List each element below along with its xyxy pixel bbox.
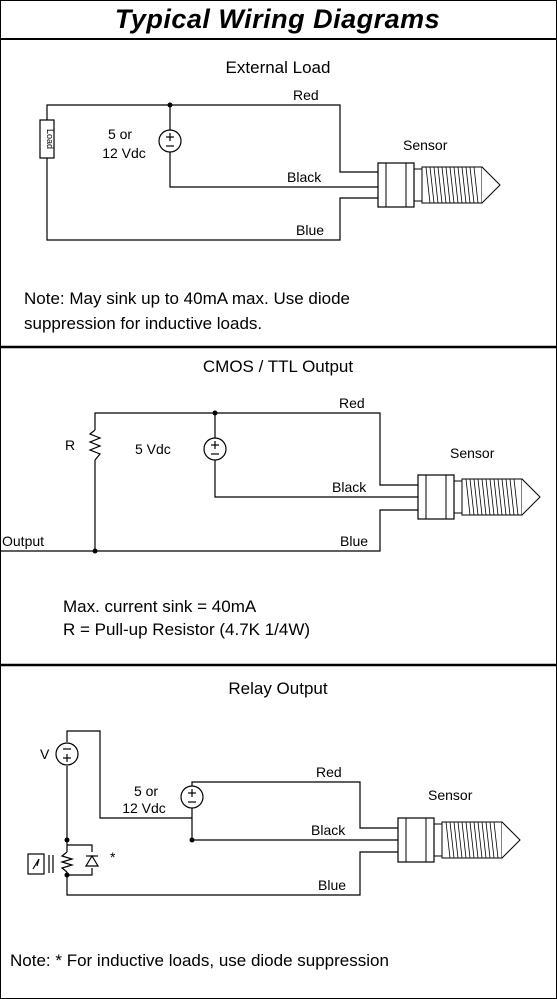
output-label: Output [2, 533, 44, 549]
sensor-icon [377, 162, 501, 208]
sensor-icon [397, 817, 521, 863]
panel1-sensor-label: Sensor [403, 137, 448, 153]
panel3-heading: Relay Output [228, 679, 327, 698]
diode-asterisk: * [110, 849, 116, 865]
panel1-wire-black: Black [287, 169, 322, 185]
panel2-wire-black: Black [332, 479, 367, 495]
panel1-note-line2: suppression for inductive loads. [24, 314, 263, 333]
panel2-supply-label: 5 Vdc [135, 441, 171, 457]
panel3-supply-label-2: 12 Vdc [122, 800, 166, 816]
v-label: V [40, 746, 50, 762]
panel3-wire-blue: Blue [318, 877, 346, 893]
panel1-wire-blue: Blue [296, 222, 324, 238]
panel2-wire-blue: Blue [340, 533, 368, 549]
panel3-wire-red: Red [316, 764, 342, 780]
voltage-source-icon [180, 785, 204, 809]
voltage-source-icon [158, 129, 182, 153]
load-label: Load [45, 129, 55, 149]
panel1-supply-label-2: 12 Vdc [102, 145, 146, 161]
panel2-heading: CMOS / TTL Output [203, 357, 353, 376]
panel1-heading: External Load [226, 58, 331, 77]
panel2-sensor-label: Sensor [450, 445, 495, 461]
panel2-wire-red: Red [339, 395, 365, 411]
panel2-note-line1: Max. current sink = 40mA [63, 597, 257, 616]
voltage-source-icon [203, 437, 227, 461]
panel3-sensor-label: Sensor [428, 787, 473, 803]
resistor-label: R [65, 437, 75, 453]
sensor-icon [417, 474, 541, 520]
panel1-supply-label-1: 5 or [108, 126, 132, 142]
voltage-source-icon [55, 742, 79, 766]
panel3-wire-black: Black [311, 822, 346, 838]
panel2-note-line2: R = Pull-up Resistor (4.7K 1/4W) [63, 620, 311, 639]
page-title: Typical Wiring Diagrams [114, 4, 441, 34]
panel1-note-line1: Note: May sink up to 40mA max. Use diode [24, 289, 350, 308]
panel3-note: Note: * For inductive loads, use diode s… [10, 951, 389, 970]
panel1-wire-red: Red [293, 87, 319, 103]
panel3-supply-label-1: 5 or [134, 783, 158, 799]
